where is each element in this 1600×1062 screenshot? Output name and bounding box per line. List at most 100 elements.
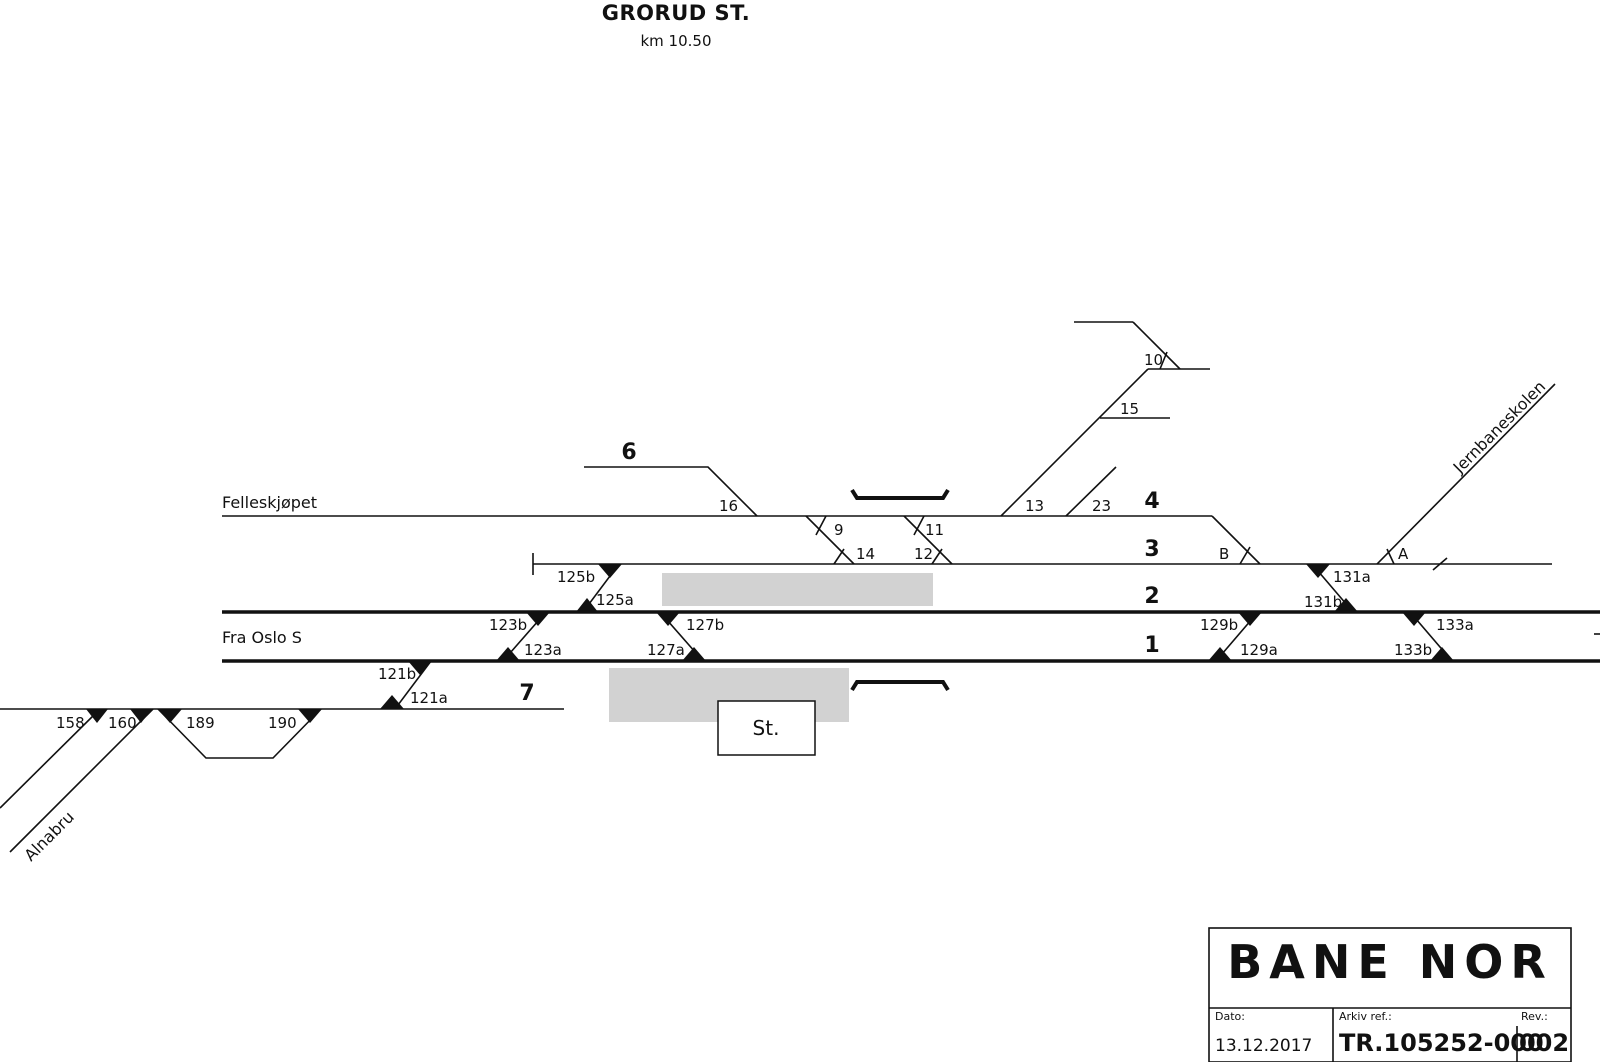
switch-label-11: 11 [925,521,944,539]
destination-felleskjopet: Felleskjøpet [222,493,317,512]
switch-189-marker [158,709,182,723]
switch-triangles [86,564,1454,723]
date-value: 13.12.2017 [1215,1036,1312,1056]
bane-nor-logo: BANE NOR [1227,935,1553,989]
tick-12 [931,548,943,565]
switch-129b-marker [1238,612,1262,626]
switch-121b-marker [408,661,432,675]
switch-125a-marker [576,598,598,612]
thin-tracks [0,321,1556,853]
alnabru-line-158 [0,708,101,809]
switch-label-12: 12 [914,545,933,563]
switch-158-marker [86,709,108,723]
switch-label-158: 158 [56,714,85,732]
archive-label: Arkiv ref.: [1339,1010,1392,1023]
track-3-mark [1432,557,1448,571]
switch-label-121b: 121b [378,665,416,683]
switch-127a-marker [682,647,706,661]
platforms [609,573,933,722]
switch-121a-marker [380,695,404,709]
switch-label-127a: 127a [647,641,685,659]
station-building: St. [717,700,816,756]
crossover-9-14 [805,515,855,565]
switch-127b-marker [656,612,680,626]
switch-129a-marker [1208,647,1232,661]
main-tracks [222,610,1600,663]
station-name: GRORUD ST. [602,1,750,25]
switch-label-131b: 131b [1304,593,1342,611]
tick-9 [815,515,827,536]
switch-133a-marker [1402,612,1426,626]
crossover-11-12 [903,515,953,565]
switch-label-9: 9 [834,521,844,539]
switch-labels: 16 9 14 11 12 13 23 10 15 B A 125b 125a … [56,351,1474,732]
track-number-1: 1 [1144,633,1159,658]
switch-label-129a: 129a [1240,641,1278,659]
switch-label-123b: 123b [489,616,527,634]
station-building-label: St. [753,716,780,740]
platform-bracket-lower [850,680,950,692]
switch-label-121a: 121a [410,689,448,707]
destination-labels: Felleskjøpet Fra Oslo S Jernbaneskolen A… [20,377,1549,865]
track-6-line [584,466,758,517]
switch-label-14: 14 [856,545,875,563]
rev-value: 002 [1519,1029,1569,1057]
switch-label-125b: 125b [557,568,595,586]
switch-label-123a: 123a [524,641,562,659]
switch-label-a: A [1398,545,1409,563]
tick-10 [1159,351,1168,370]
switch-label-160: 160 [108,714,137,732]
switch-label-13: 13 [1025,497,1044,515]
platform-brackets [850,488,950,692]
tick-14 [833,548,845,565]
switch-131b-marker [1334,598,1358,612]
km-position: km 10.50 [640,32,711,50]
switch-label-23: 23 [1092,497,1111,515]
jernbaneskolen-branch [1376,383,1556,565]
branch-23 [1065,466,1117,517]
switch-label-127b: 127b [686,616,724,634]
switch-label-15: 15 [1120,400,1139,418]
track-number-2: 2 [1144,584,1159,609]
date-label: Dato: [1215,1010,1245,1023]
switch-label-131a: 131a [1333,568,1371,586]
track-number-3: 3 [1144,537,1159,562]
title-block: BANE NOR Dato: 13.12.2017 Arkiv ref.: TR… [1208,927,1572,1062]
switch-133b-marker [1430,647,1454,661]
tick-b [1239,546,1251,565]
switch-label-10: 10 [1144,351,1163,369]
switch-123b-marker [526,612,550,626]
destination-fra-oslo-s: Fra Oslo S [222,628,302,647]
switch-label-b: B [1219,545,1229,563]
siding-10-diag [1132,321,1181,370]
loop-189-190 [157,708,322,759]
switch-123a-marker [496,647,520,661]
switch-190-marker [298,709,322,723]
switch-label-16: 16 [719,497,738,515]
switch-label-129b: 129b [1200,616,1238,634]
crossover-b [1211,515,1261,565]
track-number-6: 6 [621,440,636,465]
alnabru-line-160 [9,708,154,853]
track-numbers: 4 3 2 1 6 7 [519,440,1159,706]
switch-label-133a: 133a [1436,616,1474,634]
switch-label-133b: 133b [1394,641,1432,659]
archive-value: TR.105252-000 [1339,1029,1544,1057]
track-number-7: 7 [519,681,534,706]
destination-jernbaneskolen: Jernbaneskolen [1449,377,1550,478]
switch-125b-marker [598,564,622,578]
destination-alnabru: Alnabru [20,807,77,864]
logo-text: BANE NOR [1227,935,1553,989]
switch-label-190: 190 [268,714,297,732]
track-number-4: 4 [1144,489,1159,514]
tick-a [1386,548,1395,565]
platform-bracket-upper [850,488,950,500]
tick-11 [913,515,925,536]
branch-13 [1000,368,1149,517]
station-header: GRORUD ST. km 10.50 [602,1,750,50]
switch-131a-marker [1306,564,1330,578]
switch-label-125a: 125a [596,591,634,609]
platform-upper [662,573,933,606]
switch-label-189: 189 [186,714,215,732]
